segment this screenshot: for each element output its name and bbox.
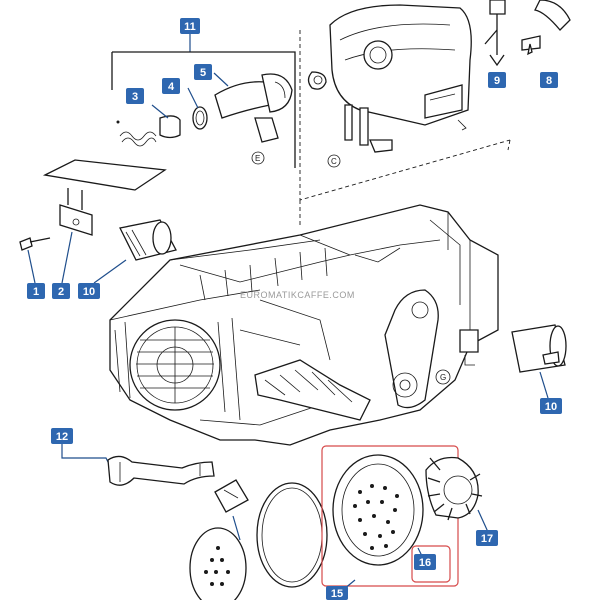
badge-part-9: 9 <box>488 72 506 88</box>
ring-part-4 <box>187 87 208 130</box>
cartridge-and-disc <box>189 479 249 600</box>
cylinder-part-10-left <box>93 219 177 284</box>
svg-text:8: 8 <box>546 75 552 87</box>
part-11-bracket <box>111 34 296 168</box>
badge-part-12: 12 <box>51 428 73 444</box>
badge-part-8: 8 <box>540 72 558 88</box>
svg-text:11: 11 <box>184 21 196 33</box>
badge-part-10-left: 10 <box>78 283 100 299</box>
svg-text:10: 10 <box>83 286 95 298</box>
main-chassis: G EUROMATIKCAFFE.COM <box>109 204 499 446</box>
filter-assembly-highlight <box>321 445 489 595</box>
badge-part-15: 15 <box>326 586 348 600</box>
brew-group-top: C <box>307 4 472 168</box>
badge-part-3: 3 <box>126 88 144 104</box>
fitting-part-5: E <box>213 72 293 165</box>
badge-part-1: 1 <box>27 283 45 299</box>
cylinder-part-10-right <box>511 324 567 399</box>
svg-text:1: 1 <box>33 286 39 298</box>
view-letter-e: E <box>255 154 260 163</box>
svg-text:16: 16 <box>419 557 431 569</box>
svg-text:15: 15 <box>331 588 343 600</box>
highlight-box-16 <box>411 545 451 583</box>
view-letter-g: G <box>440 373 446 382</box>
badge-part-10-right: 10 <box>540 398 562 414</box>
svg-text:2: 2 <box>58 286 64 298</box>
svg-text:3: 3 <box>132 91 138 103</box>
svg-text:4: 4 <box>168 81 175 93</box>
screw-part-1 <box>19 237 51 284</box>
parts-8-9-group <box>484 0 571 67</box>
badge-part-5: 5 <box>194 64 212 80</box>
svg-text:5: 5 <box>200 67 206 79</box>
tube-part-12 <box>61 444 215 486</box>
watermark-text: EUROMATIKCAFFE.COM <box>240 290 355 300</box>
spring-part-3 <box>119 104 181 147</box>
svg-text:17: 17 <box>481 533 493 545</box>
svg-text:12: 12 <box>56 431 68 443</box>
badge-part-17: 17 <box>476 530 498 546</box>
badge-part-2: 2 <box>52 283 70 299</box>
view-letter-c-ring <box>327 154 341 168</box>
o-ring <box>256 482 328 588</box>
badge-part-4: 4 <box>162 78 180 94</box>
badge-part-16: 16 <box>414 554 436 570</box>
badge-part-11: 11 <box>180 18 200 34</box>
svg-text:10: 10 <box>545 401 557 413</box>
svg-text:9: 9 <box>494 75 500 87</box>
view-letter-c: C <box>331 157 337 166</box>
plate-part-2 <box>42 159 167 284</box>
